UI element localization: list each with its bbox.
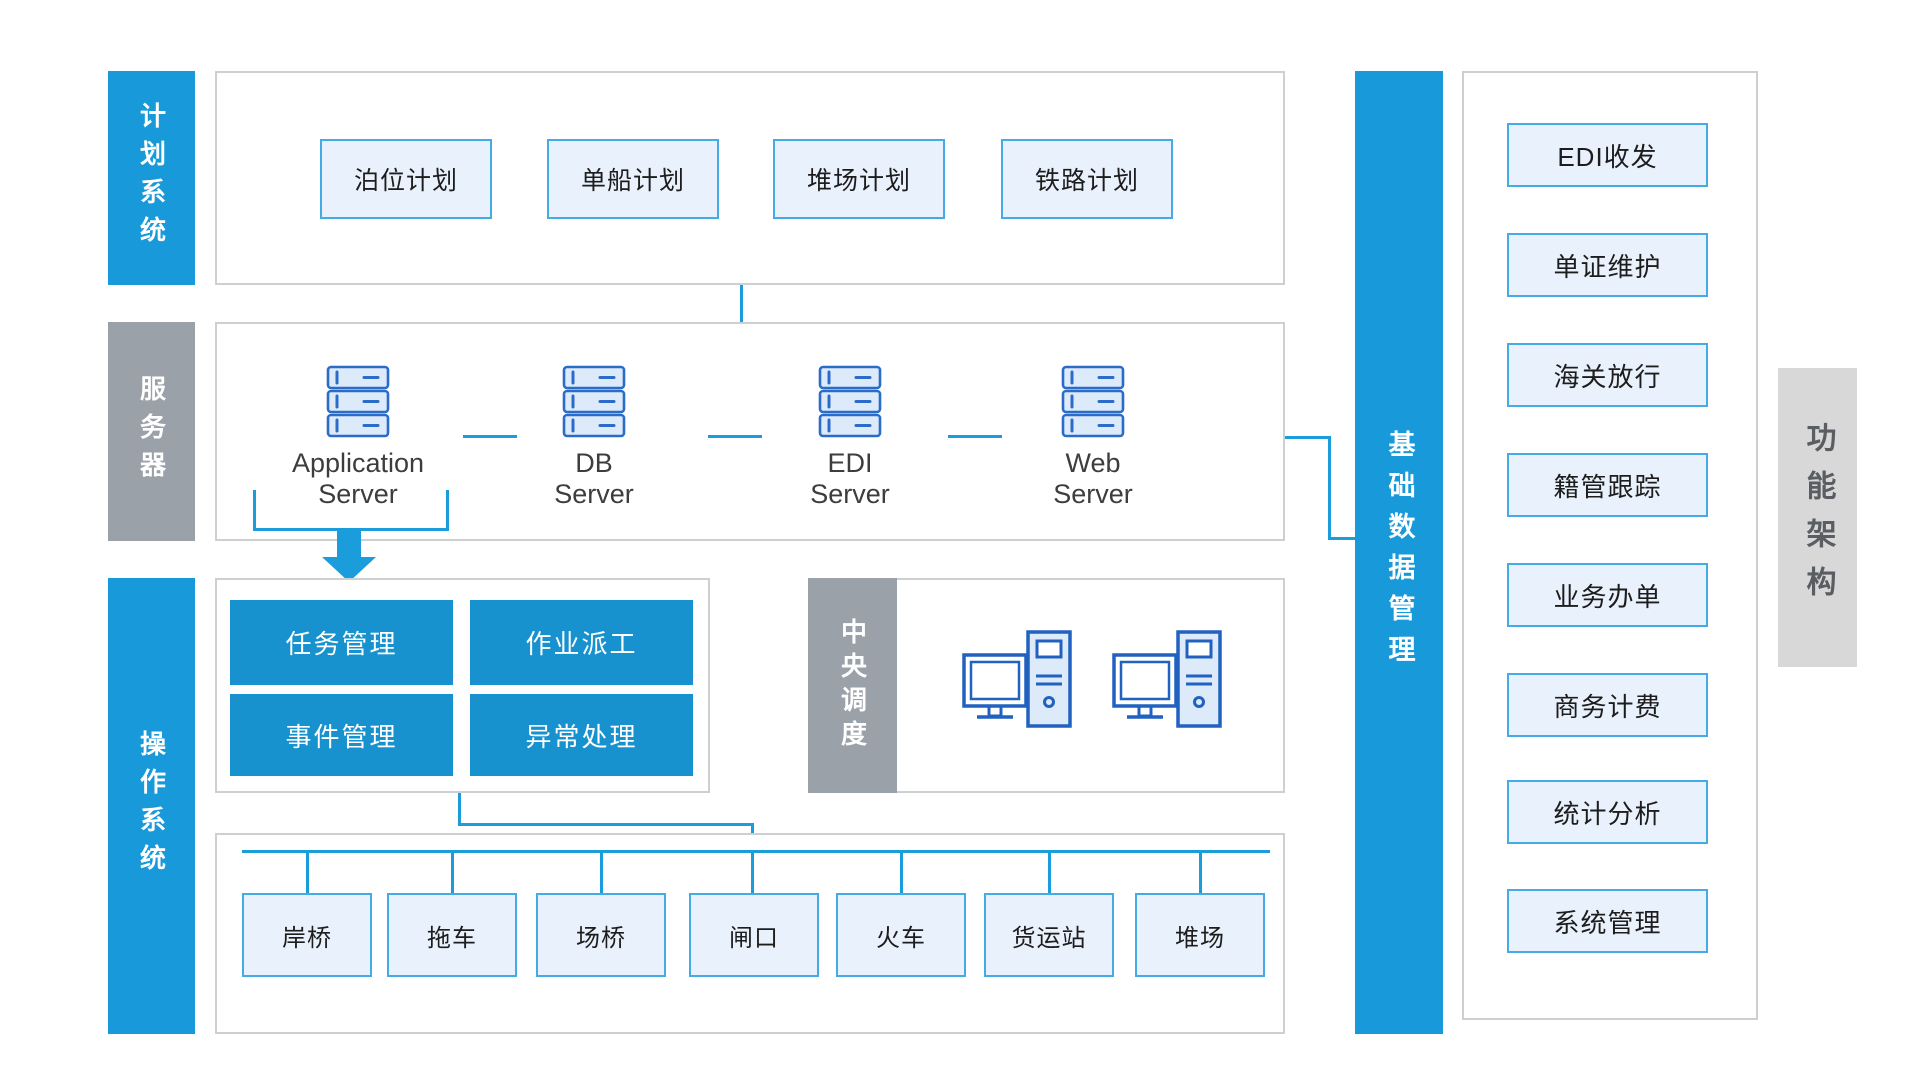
bracket-left-riser bbox=[253, 490, 256, 530]
connector-servers-to-basedata-v bbox=[1328, 436, 1331, 540]
server-group-web: Web Server bbox=[1008, 365, 1178, 510]
tile-exception-handling: 异常处理 bbox=[470, 694, 693, 776]
function-item-statistics: 统计分析 bbox=[1507, 780, 1708, 844]
equipment-drop-4 bbox=[751, 852, 754, 893]
function-architecture-label: 功能架构 bbox=[1801, 421, 1835, 614]
server-icon bbox=[326, 365, 390, 438]
connector-task-to-bus-v1 bbox=[458, 793, 461, 826]
rail-operation-system: 操作系统 bbox=[108, 578, 195, 1034]
server-type: Server bbox=[810, 479, 890, 510]
equipment-drop-6 bbox=[1048, 852, 1051, 893]
equipment-drop-5 bbox=[900, 852, 903, 893]
tile-job-dispatch: 作业派工 bbox=[470, 600, 693, 685]
equipment-item-freight-station: 货运站 bbox=[984, 893, 1114, 977]
server-group-db: DB Server bbox=[509, 365, 679, 510]
equipment-drop-2 bbox=[451, 852, 454, 893]
server-group-edi: EDI Server bbox=[765, 365, 935, 510]
connector-server-dash-1 bbox=[463, 435, 517, 438]
server-type: Server bbox=[318, 479, 398, 510]
server-name: EDI bbox=[827, 448, 873, 478]
rail-planning-system-label: 计划系统 bbox=[136, 102, 167, 254]
server-name: Web bbox=[1065, 448, 1121, 478]
server-name: Application bbox=[291, 448, 425, 478]
function-item-business-orders: 业务办单 bbox=[1507, 563, 1708, 627]
base-data-management-label: 基础数据管理 bbox=[1384, 429, 1415, 676]
function-item-edi: EDI收发 bbox=[1507, 123, 1708, 187]
server-icon bbox=[818, 365, 882, 438]
function-item-billing: 商务计费 bbox=[1507, 673, 1708, 737]
desktop-computer-icon bbox=[962, 630, 1072, 728]
functions-box bbox=[1462, 71, 1758, 1020]
down-arrow-head-icon bbox=[322, 557, 376, 582]
desktop-computer-icon bbox=[1112, 630, 1222, 728]
equipment-item-quay-crane: 岸桥 bbox=[242, 893, 372, 977]
equipment-item-trailer: 拖车 bbox=[387, 893, 517, 977]
function-item-documents: 单证维护 bbox=[1507, 233, 1708, 297]
planning-item-vessel: 单船计划 bbox=[547, 139, 719, 219]
connector-planning-to-servers bbox=[740, 285, 743, 322]
equipment-item-train: 火车 bbox=[836, 893, 966, 977]
connector-task-to-bus-h bbox=[458, 823, 754, 826]
planning-item-berth: 泊位计划 bbox=[320, 139, 492, 219]
rail-planning-system: 计划系统 bbox=[108, 71, 195, 285]
rail-server-label: 服务器 bbox=[136, 374, 167, 489]
rail-operation-system-label: 操作系统 bbox=[136, 730, 167, 882]
connector-server-dash-3 bbox=[948, 435, 1002, 438]
server-label: DB Server bbox=[554, 448, 634, 510]
server-type: Server bbox=[554, 479, 634, 510]
bracket-bottom bbox=[253, 528, 449, 531]
server-icon bbox=[1061, 365, 1125, 438]
server-label: Application Server bbox=[292, 448, 424, 510]
central-dispatch-label: 中央调度 bbox=[837, 617, 868, 754]
equipment-item-gate: 闸口 bbox=[689, 893, 819, 977]
central-dispatch-label-bar: 中央调度 bbox=[808, 578, 897, 793]
connector-servers-to-basedata-h2 bbox=[1328, 537, 1355, 540]
function-item-tracking: 籍管跟踪 bbox=[1507, 453, 1708, 517]
server-label: Web Server bbox=[1053, 448, 1133, 510]
server-name: DB bbox=[575, 448, 613, 478]
base-data-management-bar: 基础数据管理 bbox=[1355, 71, 1443, 1034]
function-item-system-management: 系统管理 bbox=[1507, 889, 1708, 953]
planning-item-yard: 堆场计划 bbox=[773, 139, 945, 219]
server-label: EDI Server bbox=[810, 448, 890, 510]
connector-servers-to-basedata-h1 bbox=[1285, 436, 1331, 439]
connector-server-dash-2 bbox=[708, 435, 762, 438]
function-architecture-bar: 功能架构 bbox=[1778, 368, 1857, 667]
function-item-customs: 海关放行 bbox=[1507, 343, 1708, 407]
planning-item-rail: 铁路计划 bbox=[1001, 139, 1173, 219]
equipment-drop-7 bbox=[1199, 852, 1202, 893]
server-type: Server bbox=[1053, 479, 1133, 510]
equipment-bus-line bbox=[242, 850, 1270, 853]
rail-server: 服务器 bbox=[108, 322, 195, 541]
equipment-item-yard: 堆场 bbox=[1135, 893, 1265, 977]
equipment-item-yard-crane: 场桥 bbox=[536, 893, 666, 977]
server-icon bbox=[562, 365, 626, 438]
server-group-application: Application Server bbox=[273, 365, 443, 510]
tile-event-management: 事件管理 bbox=[230, 694, 453, 776]
equipment-drop-3 bbox=[600, 852, 603, 893]
tile-task-management: 任务管理 bbox=[230, 600, 453, 685]
down-arrow-icon bbox=[337, 530, 361, 558]
equipment-drop-1 bbox=[306, 852, 309, 893]
bracket-right-riser bbox=[446, 490, 449, 530]
workstations bbox=[962, 630, 1224, 732]
